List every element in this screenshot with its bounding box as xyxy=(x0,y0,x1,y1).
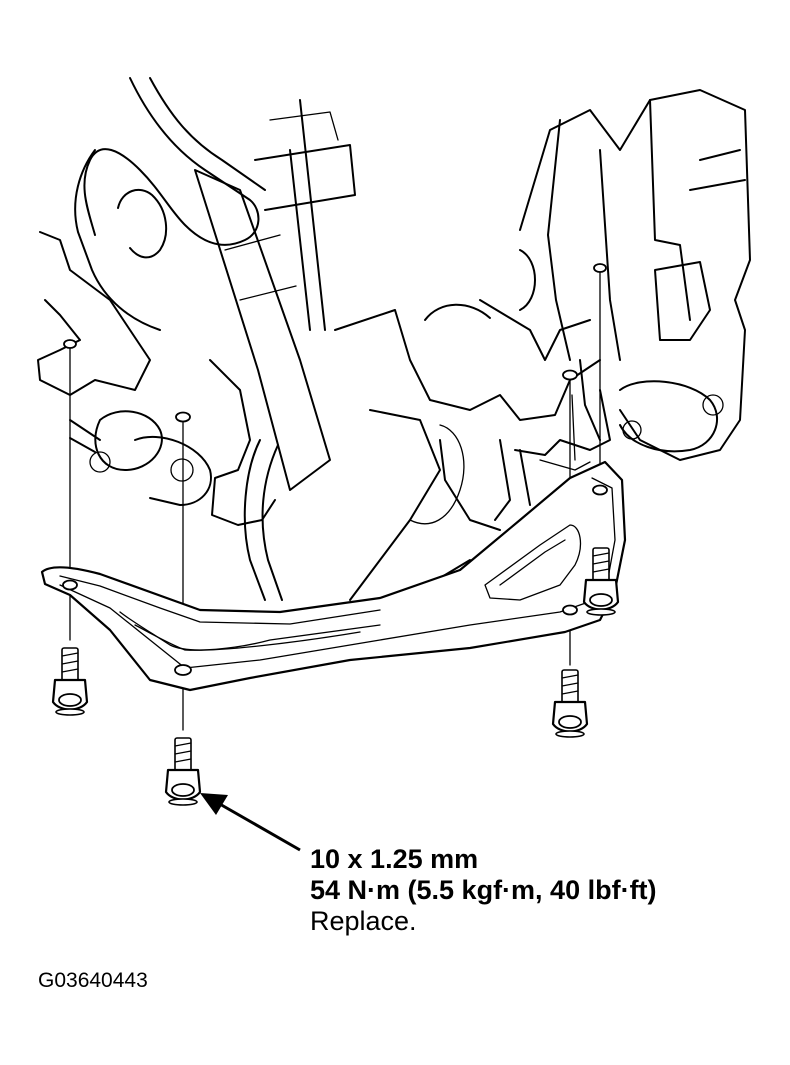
bolt-icon xyxy=(51,647,89,716)
bolt-icon xyxy=(164,737,202,806)
subframe-stiffener xyxy=(40,460,627,692)
bolt-size-label: 10 x 1.25 mm xyxy=(310,844,479,874)
bolt-icon xyxy=(582,547,620,616)
replace-note: Replace. xyxy=(310,906,417,936)
bolt-icon xyxy=(551,669,589,738)
upper-mount-holes xyxy=(63,263,607,423)
figure-id: G03640443 xyxy=(38,969,148,992)
torque-callout: 10 x 1.25 mm 54 N·m (5.5 kgf·m, 40 lbf·f… xyxy=(310,846,657,935)
engine-background-lines xyxy=(37,77,751,601)
torque-spec-label: 54 N·m (5.5 kgf·m, 40 lbf·ft) xyxy=(310,875,657,905)
arrow-icon xyxy=(200,793,301,852)
